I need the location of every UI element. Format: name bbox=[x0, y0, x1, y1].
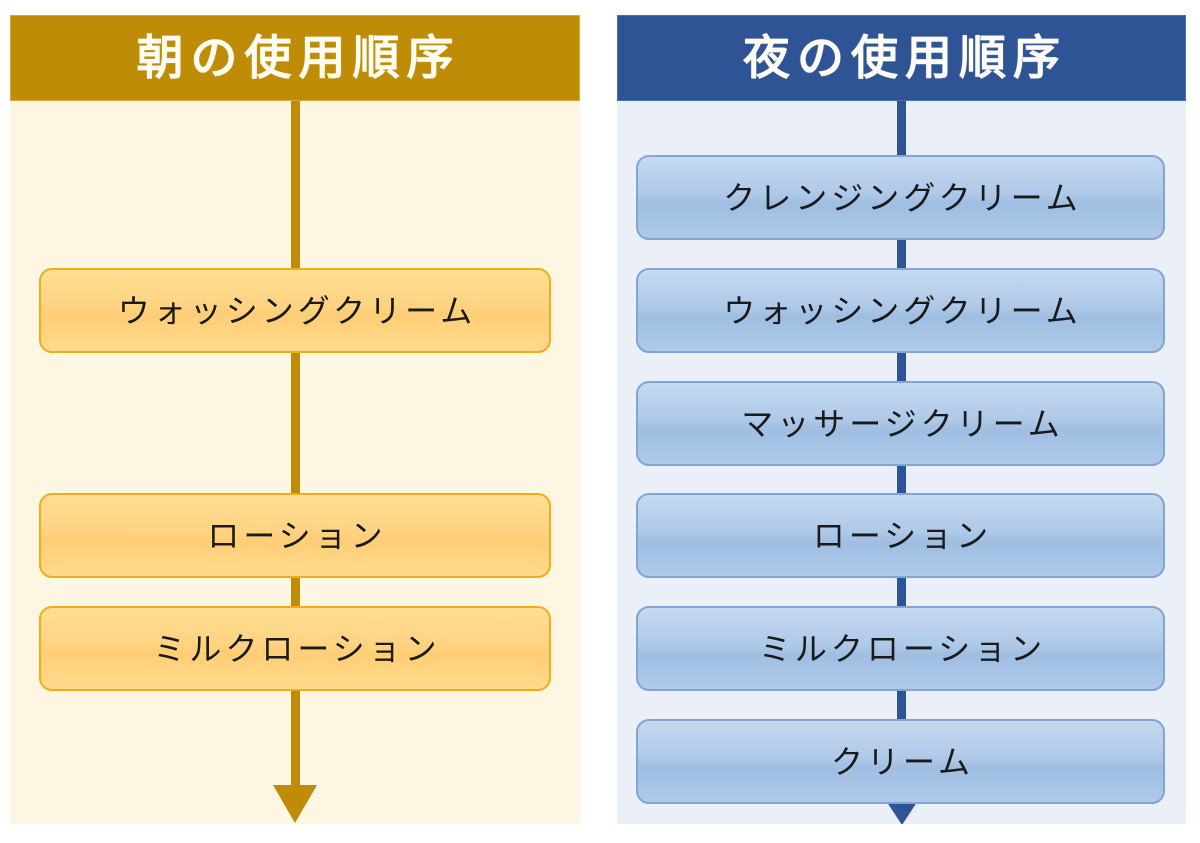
morning-step-milk-lotion[interactable]: ミルクローション bbox=[39, 606, 551, 691]
step-label: クリーム bbox=[830, 742, 975, 781]
night-panel-title: 夜の使用順序 bbox=[743, 30, 1067, 86]
step-label: ミルクローション bbox=[758, 629, 1047, 668]
morning-panel-header: 朝の使用順序 bbox=[10, 15, 580, 101]
morning-step-lotion[interactable]: ローション bbox=[39, 493, 551, 578]
morning-panel-title: 朝の使用順序 bbox=[136, 30, 461, 86]
step-label: ウォッシングクリーム bbox=[723, 291, 1082, 330]
night-step-lotion[interactable]: ローション bbox=[636, 493, 1165, 578]
morning-steps-layer: ウォッシングクリーム ローション ミルクローション bbox=[10, 101, 580, 824]
night-step-milk-lotion[interactable]: ミルクローション bbox=[636, 606, 1165, 691]
step-label: ローション bbox=[207, 516, 387, 555]
night-routine-panel: 夜の使用順序 クレンジングクリーム ウォッシングクリーム マッサージクリーム ロ… bbox=[617, 15, 1186, 824]
night-step-cream[interactable]: クリーム bbox=[636, 719, 1165, 804]
night-panel-header: 夜の使用順序 bbox=[617, 15, 1186, 101]
night-step-massage-cream[interactable]: マッサージクリーム bbox=[636, 381, 1165, 466]
morning-flow-connector-line bbox=[290, 101, 300, 808]
step-label: ミルクローション bbox=[153, 629, 441, 668]
step-label: クレンジングクリーム bbox=[723, 178, 1082, 217]
step-label: ウォッシングクリーム bbox=[117, 291, 477, 330]
step-label: マッサージクリーム bbox=[741, 404, 1064, 443]
night-step-washing-cream[interactable]: ウォッシングクリーム bbox=[636, 268, 1165, 353]
step-label: ローション bbox=[812, 516, 993, 555]
morning-flow-arrow-icon bbox=[273, 785, 317, 823]
night-step-cleansing-cream[interactable]: クレンジングクリーム bbox=[636, 155, 1165, 240]
morning-routine-panel: 朝の使用順序 ウォッシングクリーム ローション ミルクローション bbox=[10, 15, 580, 824]
night-steps-layer: クレンジングクリーム ウォッシングクリーム マッサージクリーム ローション ミル… bbox=[617, 101, 1186, 824]
morning-step-washing-cream[interactable]: ウォッシングクリーム bbox=[39, 268, 551, 353]
